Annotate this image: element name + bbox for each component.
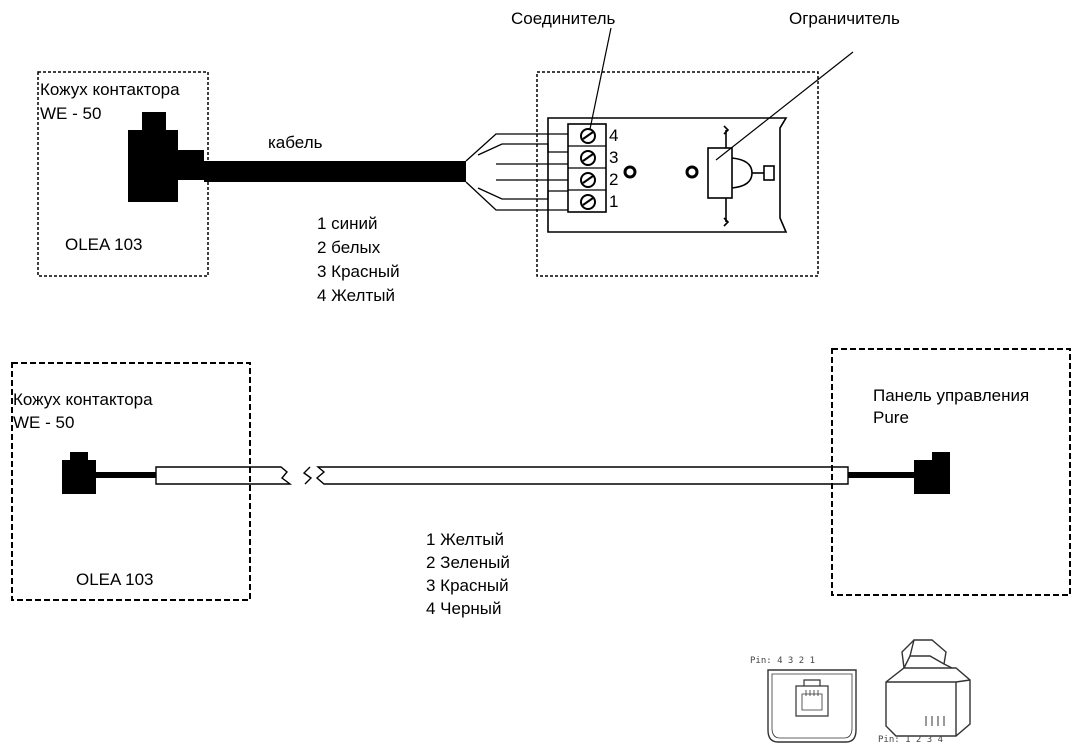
top-wire-color-3: 3 Красный	[317, 262, 400, 281]
bottom-wiring-diagram: Кожух контактора WE - 50 OLEA 103 Панель…	[11, 348, 1071, 618]
bottom-housing-label-line1: Кожух контактора	[13, 390, 153, 409]
top-wire-color-1: 1 синий	[317, 214, 378, 233]
top-wiring-diagram: Кожух контактора WE - 50 OLEA 103 кабель	[37, 9, 900, 305]
top-device-box	[536, 71, 819, 277]
control-panel-box	[831, 348, 1071, 596]
top-housing-label-line2: WE - 50	[40, 104, 101, 123]
bottom-wire-color-1: 1 Желтый	[426, 530, 504, 549]
rj-socket-front-icon	[767, 669, 857, 743]
mounting-hole-icon	[685, 165, 699, 179]
top-housing-label-line1: Кожух контактора	[40, 80, 180, 99]
device-plate	[547, 117, 788, 233]
bottom-wire-color-3: 3 Красный	[426, 576, 509, 595]
top-model-label: OLEA 103	[65, 235, 143, 254]
terminal-block	[567, 123, 607, 213]
top-rj-connector-icon	[128, 112, 178, 202]
terminal-number-4: 4	[609, 126, 618, 145]
top-cable-label: кабель	[268, 133, 323, 152]
top-cable	[204, 161, 466, 182]
socket-pin-label: Pin: 4 3 2 1	[750, 656, 815, 666]
top-wire-color-2: 2 белых	[317, 238, 381, 257]
top-wire-fan	[465, 133, 568, 211]
terminal-number-2: 2	[609, 170, 618, 189]
terminal-number-1: 1	[609, 192, 618, 211]
rj-plug-icon	[885, 639, 971, 737]
top-connector-neck	[178, 150, 204, 180]
panel-label-line2: Pure	[873, 408, 909, 427]
panel-label-line1: Панель управления	[873, 386, 1029, 405]
connector-label: Соединитель	[511, 9, 616, 28]
bottom-wire-color-2: 2 Зеленый	[426, 553, 510, 572]
bottom-right-rj-plug-icon	[914, 452, 950, 494]
top-wire-color-4: 4 Желтый	[317, 286, 395, 305]
bottom-wire-color-list: 1 Желтый 2 Зеленый 3 Красный 4 Черный	[426, 530, 510, 618]
mounting-hole-icon	[623, 165, 637, 179]
bottom-model-label: OLEA 103	[76, 570, 154, 589]
bottom-housing-label-line2: WE - 50	[13, 413, 74, 432]
limiter-label: Ограничитель	[789, 9, 900, 28]
limiter-leader-line	[715, 51, 854, 161]
bottom-left-rj-plug-icon	[62, 452, 96, 494]
bottom-wire-color-4: 4 Черный	[426, 599, 502, 618]
bottom-housing-box	[11, 362, 251, 601]
limiter-component	[707, 125, 775, 227]
bottom-right-wire	[848, 472, 914, 478]
top-wire-color-list: 1 синий 2 белых 3 Красный 4 Желтый	[317, 214, 400, 305]
plug-pin-label: Pin: 1 2 3 4	[878, 735, 943, 745]
bottom-left-wire	[96, 472, 156, 478]
terminal-number-3: 3	[609, 148, 618, 167]
connector-leader-line	[589, 27, 612, 130]
bottom-cable	[155, 466, 849, 485]
pinout-illustration: Pin: 4 3 2 1 Pin: 1 2 3 4	[750, 639, 971, 745]
